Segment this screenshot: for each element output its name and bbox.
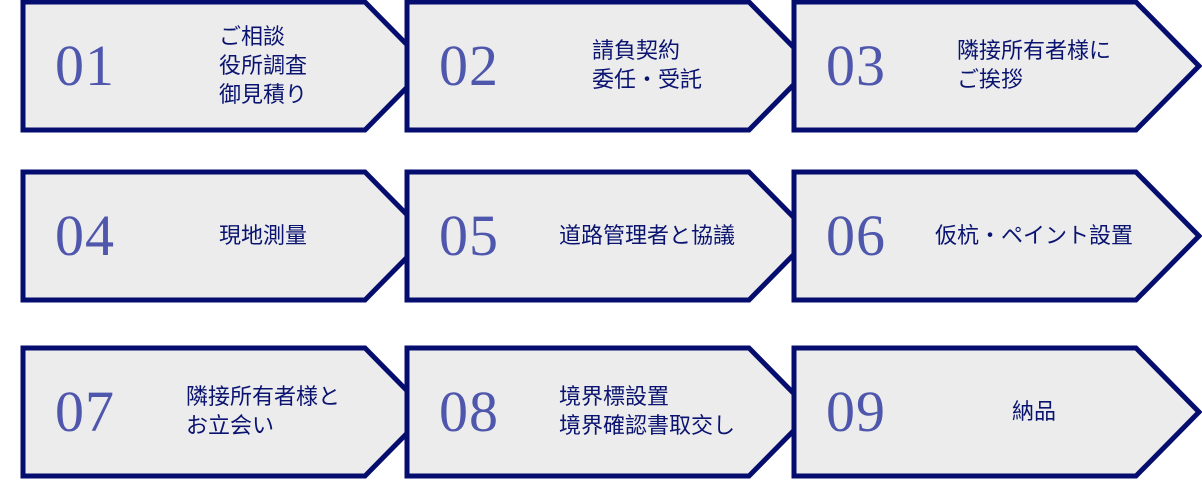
step-06: 06 仮杭・ペイント設置 [794,172,1202,300]
step-arrow-shape [791,0,1202,133]
step-label: 隣接所有者様に ご挨拶 [956,39,1111,93]
step-arrow-shape [20,169,432,303]
step-label-area: 隣接所有者様と お立会い [143,348,383,476]
step-label-area: ご相談 役所調査 御見積り [143,2,383,130]
step-number: 08 [439,379,499,444]
step-label: 請負契約 委任・受託 [591,39,702,93]
step-01: 01 ご相談 役所調査 御見積り [23,2,433,130]
step-number: 04 [55,203,115,268]
step-label: ご相談 役所調査 御見積り [218,24,307,108]
step-number: 02 [439,33,499,98]
step-number: 09 [826,379,886,444]
step-label: 現地測量 [218,223,307,249]
step-label-area: 現地測量 [143,172,383,300]
step-label: 納品 [1011,399,1056,425]
step-arrow-shape [404,169,816,303]
step-09: 09 納品 [794,348,1202,476]
step-label: 仮杭・ペイント設置 [934,223,1133,249]
step-label-area: 道路管理者と協議 [527,172,767,300]
step-label: 道路管理者と協議 [558,223,735,249]
step-number: 06 [826,203,886,268]
step-number: 07 [55,379,115,444]
step-08: 08 境界標設置 境界確認書取交し [407,348,817,476]
step-07: 07 隣接所有者様と お立会い [23,348,433,476]
step-number: 01 [55,33,115,98]
step-label: 隣接所有者様と お立会い [185,385,340,439]
step-label-area: 納品 [914,348,1154,476]
step-03: 03 隣接所有者様に ご挨拶 [794,2,1202,130]
step-arrow-shape [20,345,432,479]
step-label: 境界標設置 境界確認書取交し [558,385,735,439]
step-label-area: 仮杭・ペイント設置 [914,172,1154,300]
step-arrow-shape [791,169,1202,303]
step-arrow-shape [791,345,1202,479]
step-02: 02 請負契約 委任・受託 [407,2,817,130]
step-number: 05 [439,203,499,268]
step-arrow-shape [20,0,432,133]
step-04: 04 現地測量 [23,172,433,300]
step-label-area: 請負契約 委任・受託 [527,2,767,130]
step-label-area: 境界標設置 境界確認書取交し [527,348,767,476]
step-arrow-shape [404,345,816,479]
step-label-area: 隣接所有者様に ご挨拶 [914,2,1154,130]
step-number: 03 [826,33,886,98]
step-arrow-shape [404,0,816,133]
step-05: 05 道路管理者と協議 [407,172,817,300]
